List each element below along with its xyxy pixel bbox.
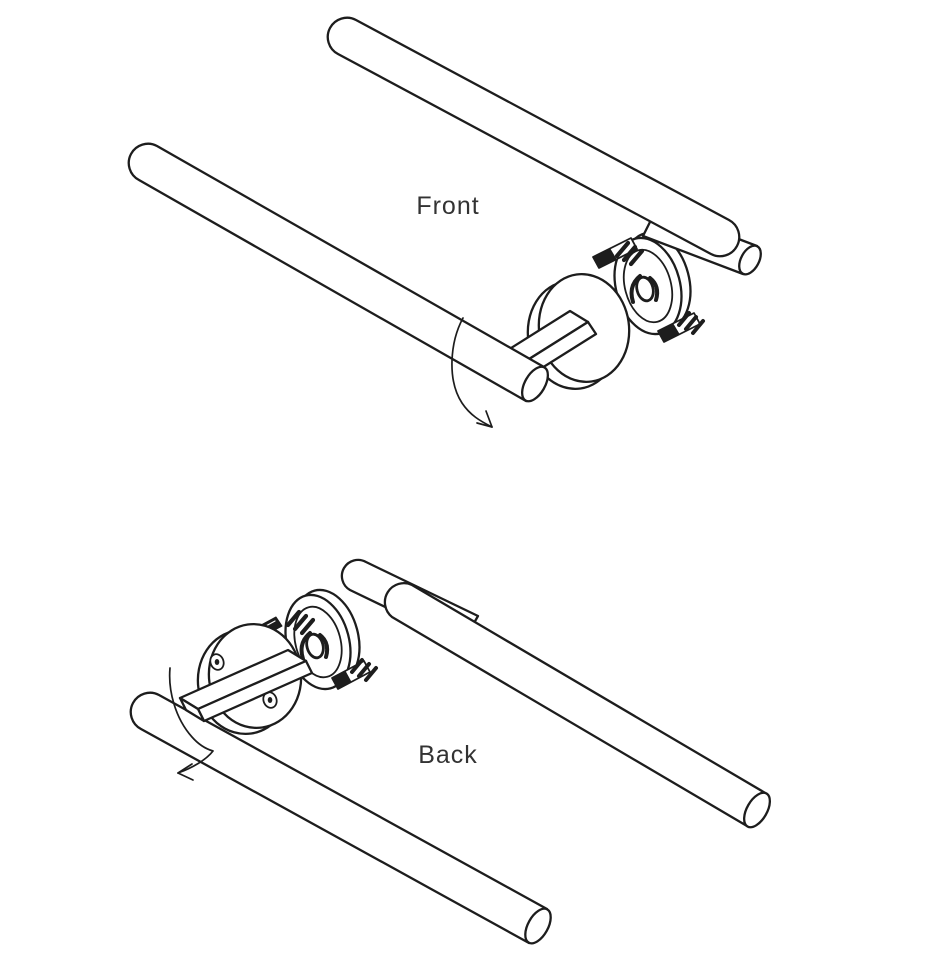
back-rotation-arrow-head [177,763,194,781]
front-lower-stud-tip [657,323,680,343]
front-rotation-arrow-arc [451,317,493,428]
back-rotation-arrow [168,667,214,781]
back-bushing-crescent-left [299,631,312,661]
front-spring-pack [592,237,705,343]
front-lower-handle-bar-body [127,142,546,403]
front-rotation-arrow-head [476,410,493,428]
front-lower-handle-bar-end-cap [520,365,550,403]
front-bushing-crescent-left [629,274,642,304]
front-lower-handle-bar [127,142,550,403]
front-spindle-bushing [635,275,655,303]
back-screw-hole-lower-center [267,697,273,703]
back-rotation-arrow-arc [168,667,214,774]
back-spindle-bushing [305,632,325,660]
front-upper-spring-coil [614,240,645,267]
back-screw-hole-upper-center [214,659,220,665]
front-view-label: Front [416,192,480,220]
back-lower-handle-bar-end-cap [524,907,552,945]
back-upper-spring-coil [285,609,316,636]
front-bushing-crescent-right [648,276,660,302]
back-spring-pack [247,609,378,690]
back-upper-handle-bar [383,582,772,829]
back-lower-handle-bar [129,691,552,945]
back-view [129,558,772,945]
front-view [127,16,762,428]
back-upper-handle-bar-body [383,582,769,828]
front-lower-spring-coil [677,311,705,335]
front-upper-stud-tip [592,248,617,269]
back-lower-spring-coil [350,658,378,682]
back-square-spindle [178,648,314,723]
back-lower-handle-bar-body [129,691,549,945]
front-upper-handle-bar [326,16,741,258]
back-bushing-crescent-right [318,633,330,659]
back-view-label: Back [418,741,478,769]
back-upper-handle-bar-end-cap [742,791,772,829]
front-mount-rod-end-cap [738,244,762,276]
back-spindle-end-face [178,696,206,723]
back-lower-stud-tip [331,670,352,690]
front-rotation-arrow [451,317,493,428]
